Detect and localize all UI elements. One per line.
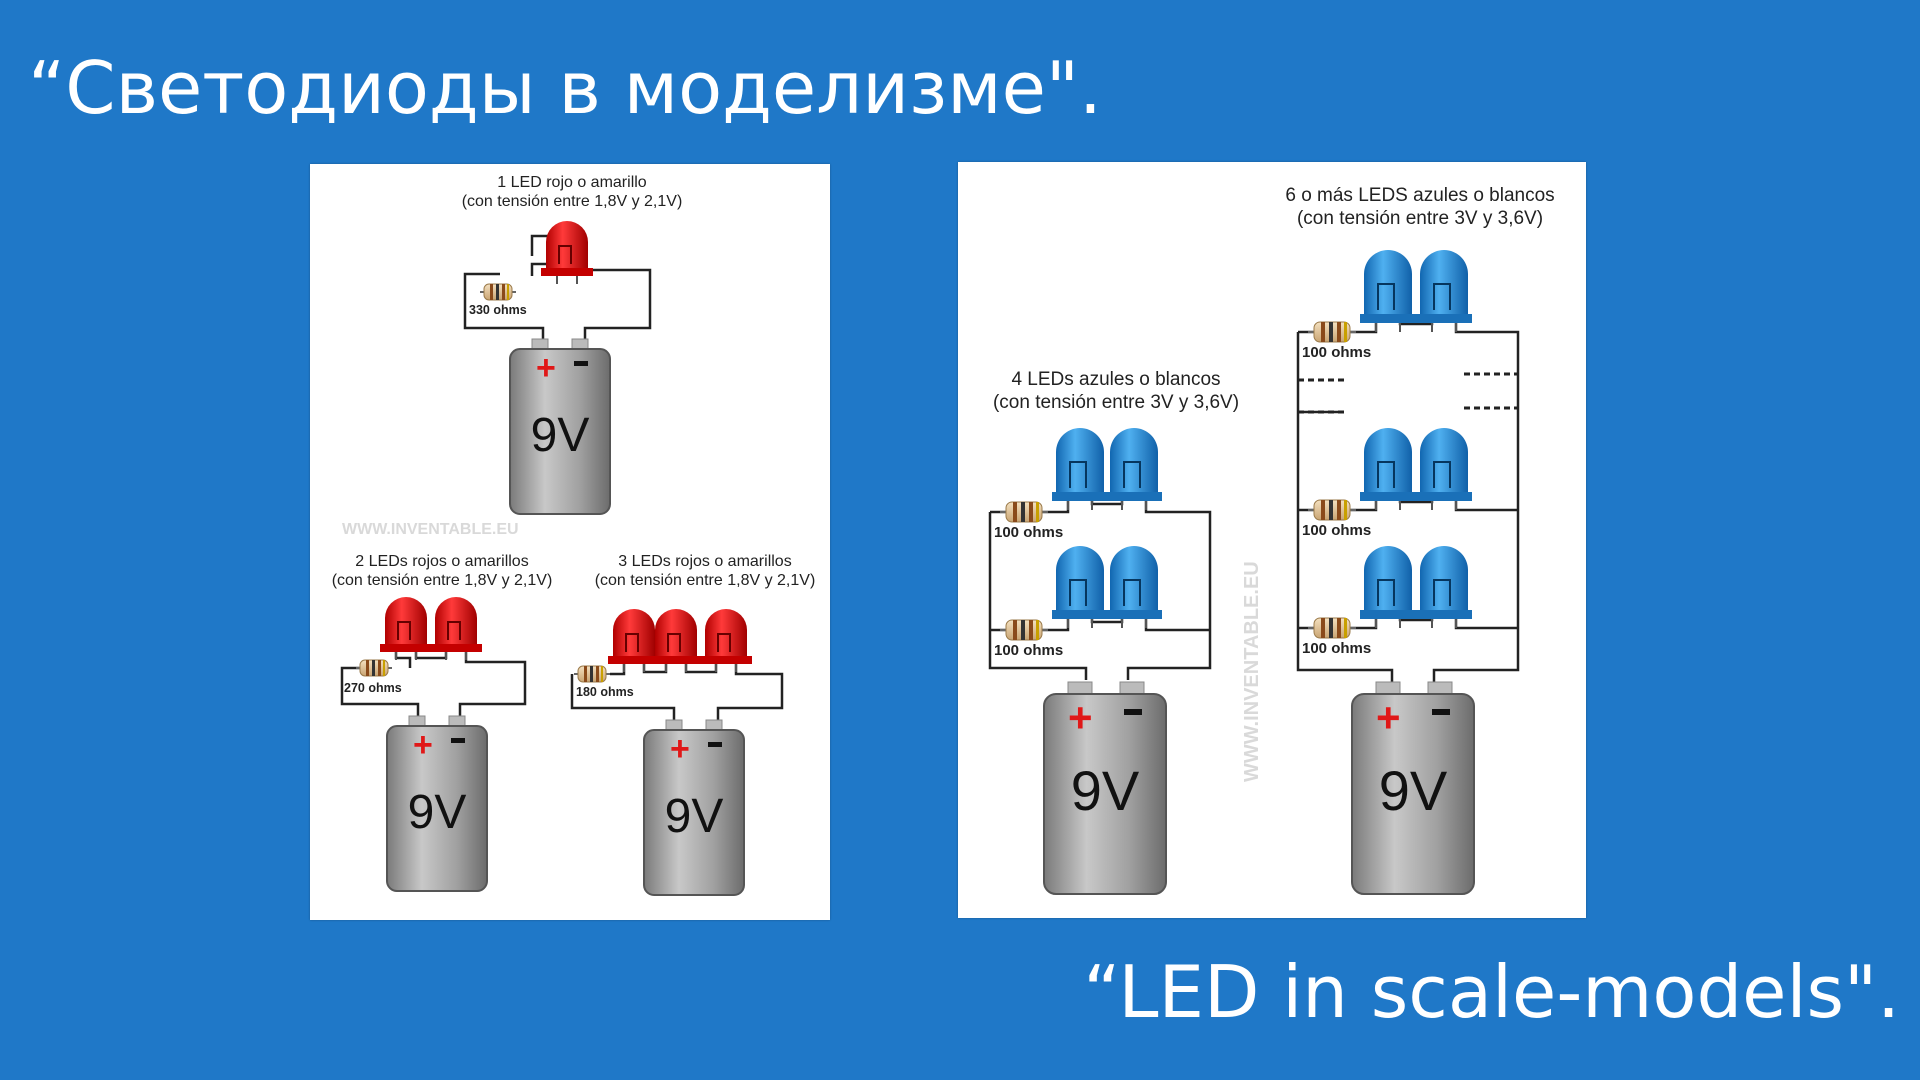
circuit3-caption-line1: 3 LEDs rojos o amarillos [618, 553, 791, 570]
circuit6-resistor1-icon [1307, 321, 1357, 343]
circuit4-resistor-bottom-label: 100 ohms [994, 642, 1063, 659]
circuit4-resistor-bottom-icon [999, 619, 1049, 641]
circuit6-resistor1-label: 100 ohms [1302, 344, 1371, 361]
right-diagram: + 4 LEDs azules o blancos (con tensión e… [988, 185, 1555, 895]
circuit6-led6-icon [1415, 545, 1473, 629]
circuit2-resistor-label: 270 ohms [344, 681, 402, 695]
circuit1-caption-line1: 1 LED rojo o amarillo [497, 174, 647, 191]
circuit1-caption-line2: (con tensión entre 1,8V y 2,1V) [462, 193, 683, 210]
circuit3-led2-icon [649, 608, 703, 673]
circuit6-more-dashes [1298, 372, 1518, 414]
left-diagram: + 1 LED rojo o amarillo (con tensión ent… [332, 174, 816, 896]
circuit6-caption-line2: (con tensión entre 3V y 3,6V) [1297, 208, 1543, 229]
slide-subtitle: “LED in scale-models". [1083, 950, 1900, 1034]
circuit4-led1-icon [1051, 427, 1109, 511]
circuit4-led2-icon [1105, 427, 1163, 511]
circuit3-caption-line2: (con tensión entre 1,8V y 2,1V) [595, 572, 816, 589]
circuit6-battery-label: 9V [1379, 759, 1448, 822]
circuit6-led2-icon [1415, 249, 1473, 333]
circuit6-led5-icon [1359, 545, 1417, 629]
left-watermark: WWW.INVENTABLE.EU [342, 521, 519, 538]
circuit6-resistor3-icon [1307, 617, 1357, 639]
circuit2-led2-icon [429, 596, 483, 661]
circuit4-battery-label: 9V [1071, 759, 1140, 822]
circuit2-led1-icon [379, 596, 433, 661]
left-diagram-panel: + 1 LED rojo o amarillo (con tensión ent… [310, 164, 830, 920]
circuit2-caption-line2: (con tensión entre 1,8V y 2,1V) [332, 572, 553, 589]
slide-title: “Светодиоды в моделизме". [28, 46, 1102, 130]
circuit1-battery-label: 9V [531, 409, 590, 462]
circuit6-caption-line1: 6 o más LEDS azules o blancos [1285, 185, 1554, 206]
right-watermark: WWW.INVENTABLE.EU [1241, 561, 1263, 782]
circuit2-caption-line1: 2 LEDs rojos o amarillos [355, 553, 528, 570]
circuit3-resistor-icon [573, 665, 611, 683]
circuit3-resistor-label: 180 ohms [576, 685, 634, 699]
circuit4-resistor-top-icon [999, 501, 1049, 523]
circuit3-battery-label: 9V [665, 790, 724, 843]
circuit2-resistor-icon [355, 659, 393, 677]
circuit2-battery-label: 9V [408, 786, 467, 839]
right-diagram-panel: + 4 LEDs azules o blancos (con tensión e… [958, 162, 1586, 918]
circuit6-led3-icon [1359, 427, 1417, 511]
circuit3-led3-icon [699, 608, 753, 673]
circuit4-caption-line2: (con tensión entre 3V y 3,6V) [993, 392, 1239, 413]
circuit4-caption-line1: 4 LEDs azules o blancos [1011, 369, 1220, 390]
circuit4-led3-icon [1051, 545, 1109, 629]
circuit4-led4-icon [1105, 545, 1163, 629]
circuit6-resistor2-icon [1307, 499, 1357, 521]
circuit4-resistor-top-label: 100 ohms [994, 524, 1063, 541]
circuit6-led4-icon [1415, 427, 1473, 511]
circuit6-led1-icon [1359, 249, 1417, 333]
circuit6-resistor3-label: 100 ohms [1302, 640, 1371, 657]
circuit1-led-icon [540, 220, 594, 285]
circuit1-resistor-label: 330 ohms [469, 303, 527, 317]
circuit6-resistor2-label: 100 ohms [1302, 522, 1371, 539]
circuit1-resistor-icon [479, 283, 517, 301]
